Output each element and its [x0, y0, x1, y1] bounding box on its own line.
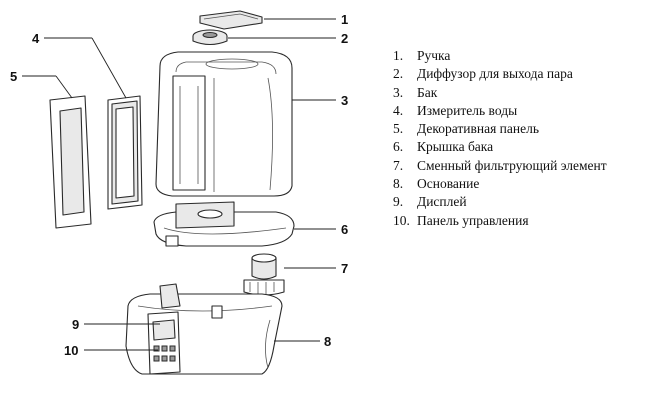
part-handle	[199, 10, 263, 30]
legend-item-label: Дисплей	[417, 194, 467, 210]
legend-item-number: 3.	[393, 84, 404, 100]
callout-5: 5	[10, 69, 17, 84]
legend-item: 8. Основание	[393, 175, 607, 193]
legend-item: 2. Диффузор для выхода пара	[393, 65, 607, 83]
legend-item: 5. Декоративная панель	[393, 120, 607, 138]
callout-3: 3	[341, 93, 348, 108]
legend-item: 6. Крышка бака	[393, 138, 607, 156]
callout-numbers: 1 2 3 4 5 6 7 9 10 8	[10, 12, 348, 358]
legend-item: 1. Ручка	[393, 47, 607, 65]
callout-8: 8	[324, 334, 331, 349]
part-base	[125, 283, 283, 375]
part-tank-cover	[153, 201, 295, 247]
part-decorative-panel	[49, 95, 92, 229]
legend-item-number: 2.	[393, 66, 404, 82]
parts-legend: 1. Ручка 2. Диффузор для выхода пара 3. Бак 4.…	[393, 47, 607, 230]
legend-item-number: 10.	[393, 212, 410, 228]
leader-lines	[22, 18, 336, 351]
part-steam-diffuser	[192, 29, 228, 46]
callout-1: 1	[341, 12, 348, 27]
legend-item-number: 6.	[393, 139, 404, 155]
legend-item-number: 1.	[393, 48, 404, 63]
legend-item-label: Сменный фильтрующий элемент	[417, 157, 607, 173]
callout-7: 7	[341, 261, 348, 276]
part-water-gauge	[107, 95, 143, 210]
legend-item: 9. Дисплей	[393, 193, 607, 211]
part-filter	[243, 253, 285, 296]
legend-item-label: Ручка	[417, 48, 451, 63]
legend-item-label: Измеритель воды	[417, 102, 518, 118]
callout-6: 6	[341, 222, 348, 237]
part-tank	[155, 51, 293, 197]
legend-item: 10. Панель управления	[393, 212, 607, 230]
legend-item: 3. Бак	[393, 84, 607, 102]
legend-item-label: Крышка бака	[417, 139, 494, 155]
legend-item-number: 4.	[393, 102, 404, 118]
legend-item-number: 7.	[393, 157, 404, 173]
legend-item: 7. Сменный фильтрующий элемент	[393, 157, 607, 175]
legend-item-label: Бак	[417, 84, 438, 100]
legend-item-label: Панель управления	[417, 212, 529, 228]
legend-item-label: Основание	[417, 176, 480, 192]
legend-item-number: 8.	[393, 176, 404, 192]
legend-item-label: Декоративная панель	[417, 121, 540, 137]
legend-item-number: 9.	[393, 194, 404, 210]
control-buttons	[153, 345, 176, 362]
legend-item-number: 5.	[393, 121, 404, 137]
callout-9: 9	[72, 317, 79, 332]
legend-item-label: Диффузор для выхода пара	[417, 66, 573, 82]
callout-2: 2	[341, 31, 348, 46]
callout-4: 4	[32, 31, 40, 46]
callout-10: 10	[64, 343, 78, 358]
legend-item: 4. Измеритель воды	[393, 102, 607, 120]
